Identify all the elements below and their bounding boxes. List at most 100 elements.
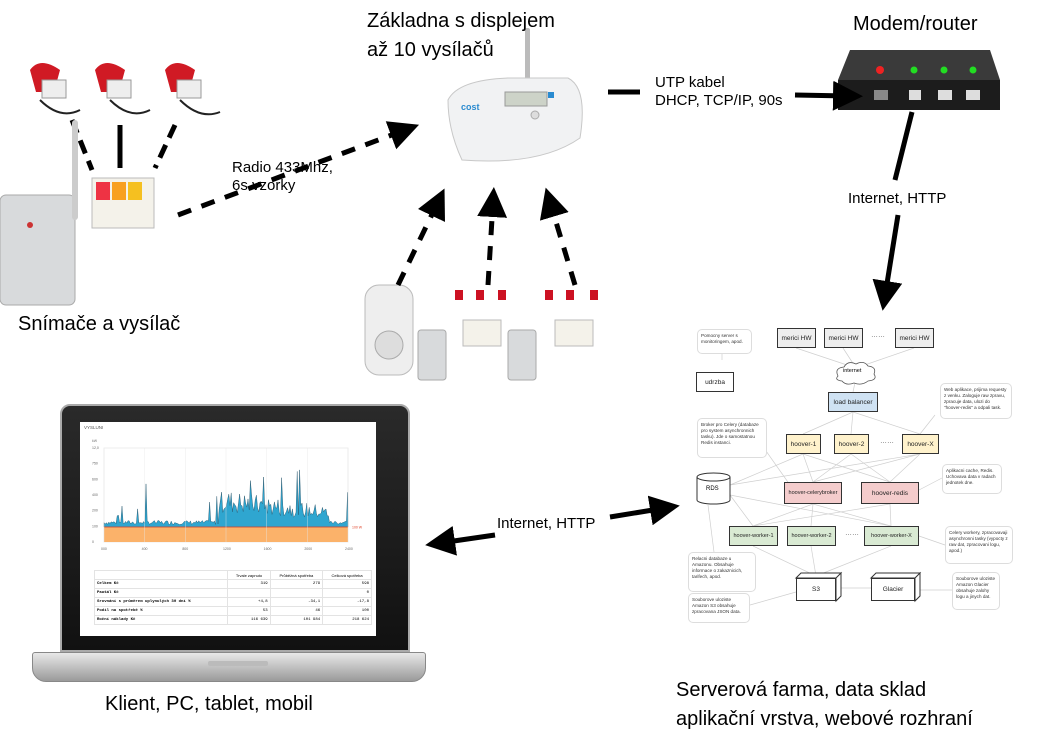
smart-plug-icon xyxy=(364,284,414,376)
y-tick-label: 200 xyxy=(92,509,98,513)
y-tick-label: 600 xyxy=(92,477,98,481)
x-tick-label: 2000 xyxy=(304,547,312,551)
transmitter-arrows xyxy=(395,187,578,287)
client-internet-label: Internet, HTTP xyxy=(497,515,596,532)
note-rds: Relacni databaze u Amazonu. Obsahuje inf… xyxy=(688,552,756,592)
current-clamp-icon xyxy=(30,63,221,116)
table-cell: Roční náklady Kč xyxy=(93,615,229,625)
utp-protocol-label: DHCP, TCP/IP, 90s xyxy=(655,92,783,109)
y-tick-label: 750 xyxy=(92,462,98,466)
radio-arrow xyxy=(177,121,420,218)
note-glacier: Souborove uloziste Amazon Glacier obsahu… xyxy=(952,572,1000,610)
sensors-title: Snímače a vysílač xyxy=(18,313,181,335)
table-cell: 101 984 xyxy=(269,615,324,625)
radio-samples-label: 6s vzorky xyxy=(232,177,296,194)
baseline-label: 100 W xyxy=(352,526,363,530)
note-broker: Broker pro Celery (databaze pro system a… xyxy=(697,418,767,458)
x-tick-label: 800 xyxy=(182,547,188,551)
y-unit: kW xyxy=(92,439,98,443)
internet-http-label: Internet, HTTP xyxy=(848,190,947,208)
hoover-box: hoover-2 xyxy=(834,434,869,454)
note-webapp: Web aplikace, prijima requesty z venku. … xyxy=(940,383,1012,419)
ellipsis: …… xyxy=(845,530,859,537)
table-cell xyxy=(227,588,271,598)
ellipsis: …… xyxy=(871,332,885,339)
base-station-subtitle: až 10 vysílačů xyxy=(367,39,494,61)
laptop-base xyxy=(32,652,426,682)
table-cell: 0 xyxy=(322,588,372,598)
ellipsis: …… xyxy=(880,438,894,445)
table-cell: 116 639 xyxy=(227,615,271,625)
utp-arrow xyxy=(608,80,863,111)
consumption-area xyxy=(103,469,349,528)
base-station-title: Základna s displejem xyxy=(367,10,555,32)
note-workers: Celery workery, zpracovavaji asynchronni… xyxy=(945,526,1013,564)
redis-box: hoover-redis xyxy=(861,482,919,504)
transmitter-set-icon xyxy=(417,290,598,381)
internet-label: internet xyxy=(843,368,862,374)
worker-box: hoover-worker-X xyxy=(864,526,919,546)
header-cell: Trvale zapnuto xyxy=(227,570,271,580)
table-cell: Celkem Kč xyxy=(93,579,229,589)
table-cell: Podíl na spotřebě % xyxy=(93,606,229,616)
glacier-box: Glacier xyxy=(871,578,915,601)
maintenance-box: udrzba xyxy=(696,372,734,392)
y-tick-label: 0 xyxy=(92,540,94,544)
table-cell: 279 xyxy=(269,579,324,589)
y-tick-label: 100 xyxy=(92,524,98,528)
base-station-icon xyxy=(447,28,583,162)
internet-arrow-down xyxy=(872,111,915,311)
cost-table: Trvale zapnuto Průběžná spotřeba Celková… xyxy=(93,570,372,625)
worker-box: hoover-worker-2 xyxy=(787,526,836,546)
radio-label: Radio 433Mhz, xyxy=(232,159,333,176)
table-cell xyxy=(269,588,324,598)
table-cell: -17,8 xyxy=(322,597,372,607)
table-cell: 53 xyxy=(227,606,271,616)
table-cell: 319 xyxy=(227,579,271,589)
note-monitoring: Pomocny server s monitoringem, apod. xyxy=(697,329,752,354)
x-tick-label: 1600 xyxy=(264,547,272,551)
base-station-brand: cost xyxy=(461,102,480,112)
header-cell: Průběžná spotřeba xyxy=(269,570,324,580)
hoover-box: hoover-X xyxy=(902,434,939,454)
y-tick-label: 400 xyxy=(92,493,98,497)
rds-cylinder-icon xyxy=(696,472,731,505)
x-tick-label: 000 xyxy=(101,547,107,551)
header-cell xyxy=(93,570,229,580)
table-cell: 46 xyxy=(269,606,324,616)
table-cell: +4,8 xyxy=(227,597,271,607)
clamp-wire-icon xyxy=(69,119,178,171)
client-title: Klient, PC, tablet, mobil xyxy=(105,693,313,715)
x-tick-label: 400 xyxy=(142,547,148,551)
table-header-row: Trvale zapnuto Průběžná spotřeba Celková… xyxy=(93,570,372,580)
meter-hw-box: merici HW xyxy=(824,328,863,348)
note-s3: Souborove uloziste Amazon S3 obsahuje zp… xyxy=(688,593,750,623)
rds-label: RDS xyxy=(706,486,719,492)
note-cache: Aplikacni cache, Redis. Uchovava data v … xyxy=(942,464,1002,494)
modem-title: Modem/router xyxy=(853,13,978,35)
worker-box: hoover-worker-1 xyxy=(729,526,778,546)
modem-router-icon xyxy=(838,50,1000,110)
table-cell: Srovnání s průměrem uplynulých 30 dní % xyxy=(93,597,229,607)
utp-label: UTP kabel xyxy=(655,74,725,91)
table-row: Srovnání s průměrem uplynulých 30 dní %+… xyxy=(93,597,372,607)
screen-title: VYSLUNI xyxy=(84,425,104,430)
hoover-box: hoover-1 xyxy=(786,434,821,454)
s3-box: S3 xyxy=(796,578,836,601)
server-connections xyxy=(707,347,952,606)
client-server-arrow xyxy=(425,495,680,556)
server-title: Serverová farma, data sklad xyxy=(676,679,927,701)
meter-hw-box: merici HW xyxy=(777,328,816,348)
table-cell: 100 xyxy=(322,606,372,616)
load-balancer-box: load balancer xyxy=(828,392,878,412)
header-cell: Celková spotřeba xyxy=(322,570,372,580)
meter-hw-box: merici HW xyxy=(895,328,934,348)
server-subtitle: aplikační vrstva, webové rozhraní xyxy=(676,708,973,730)
